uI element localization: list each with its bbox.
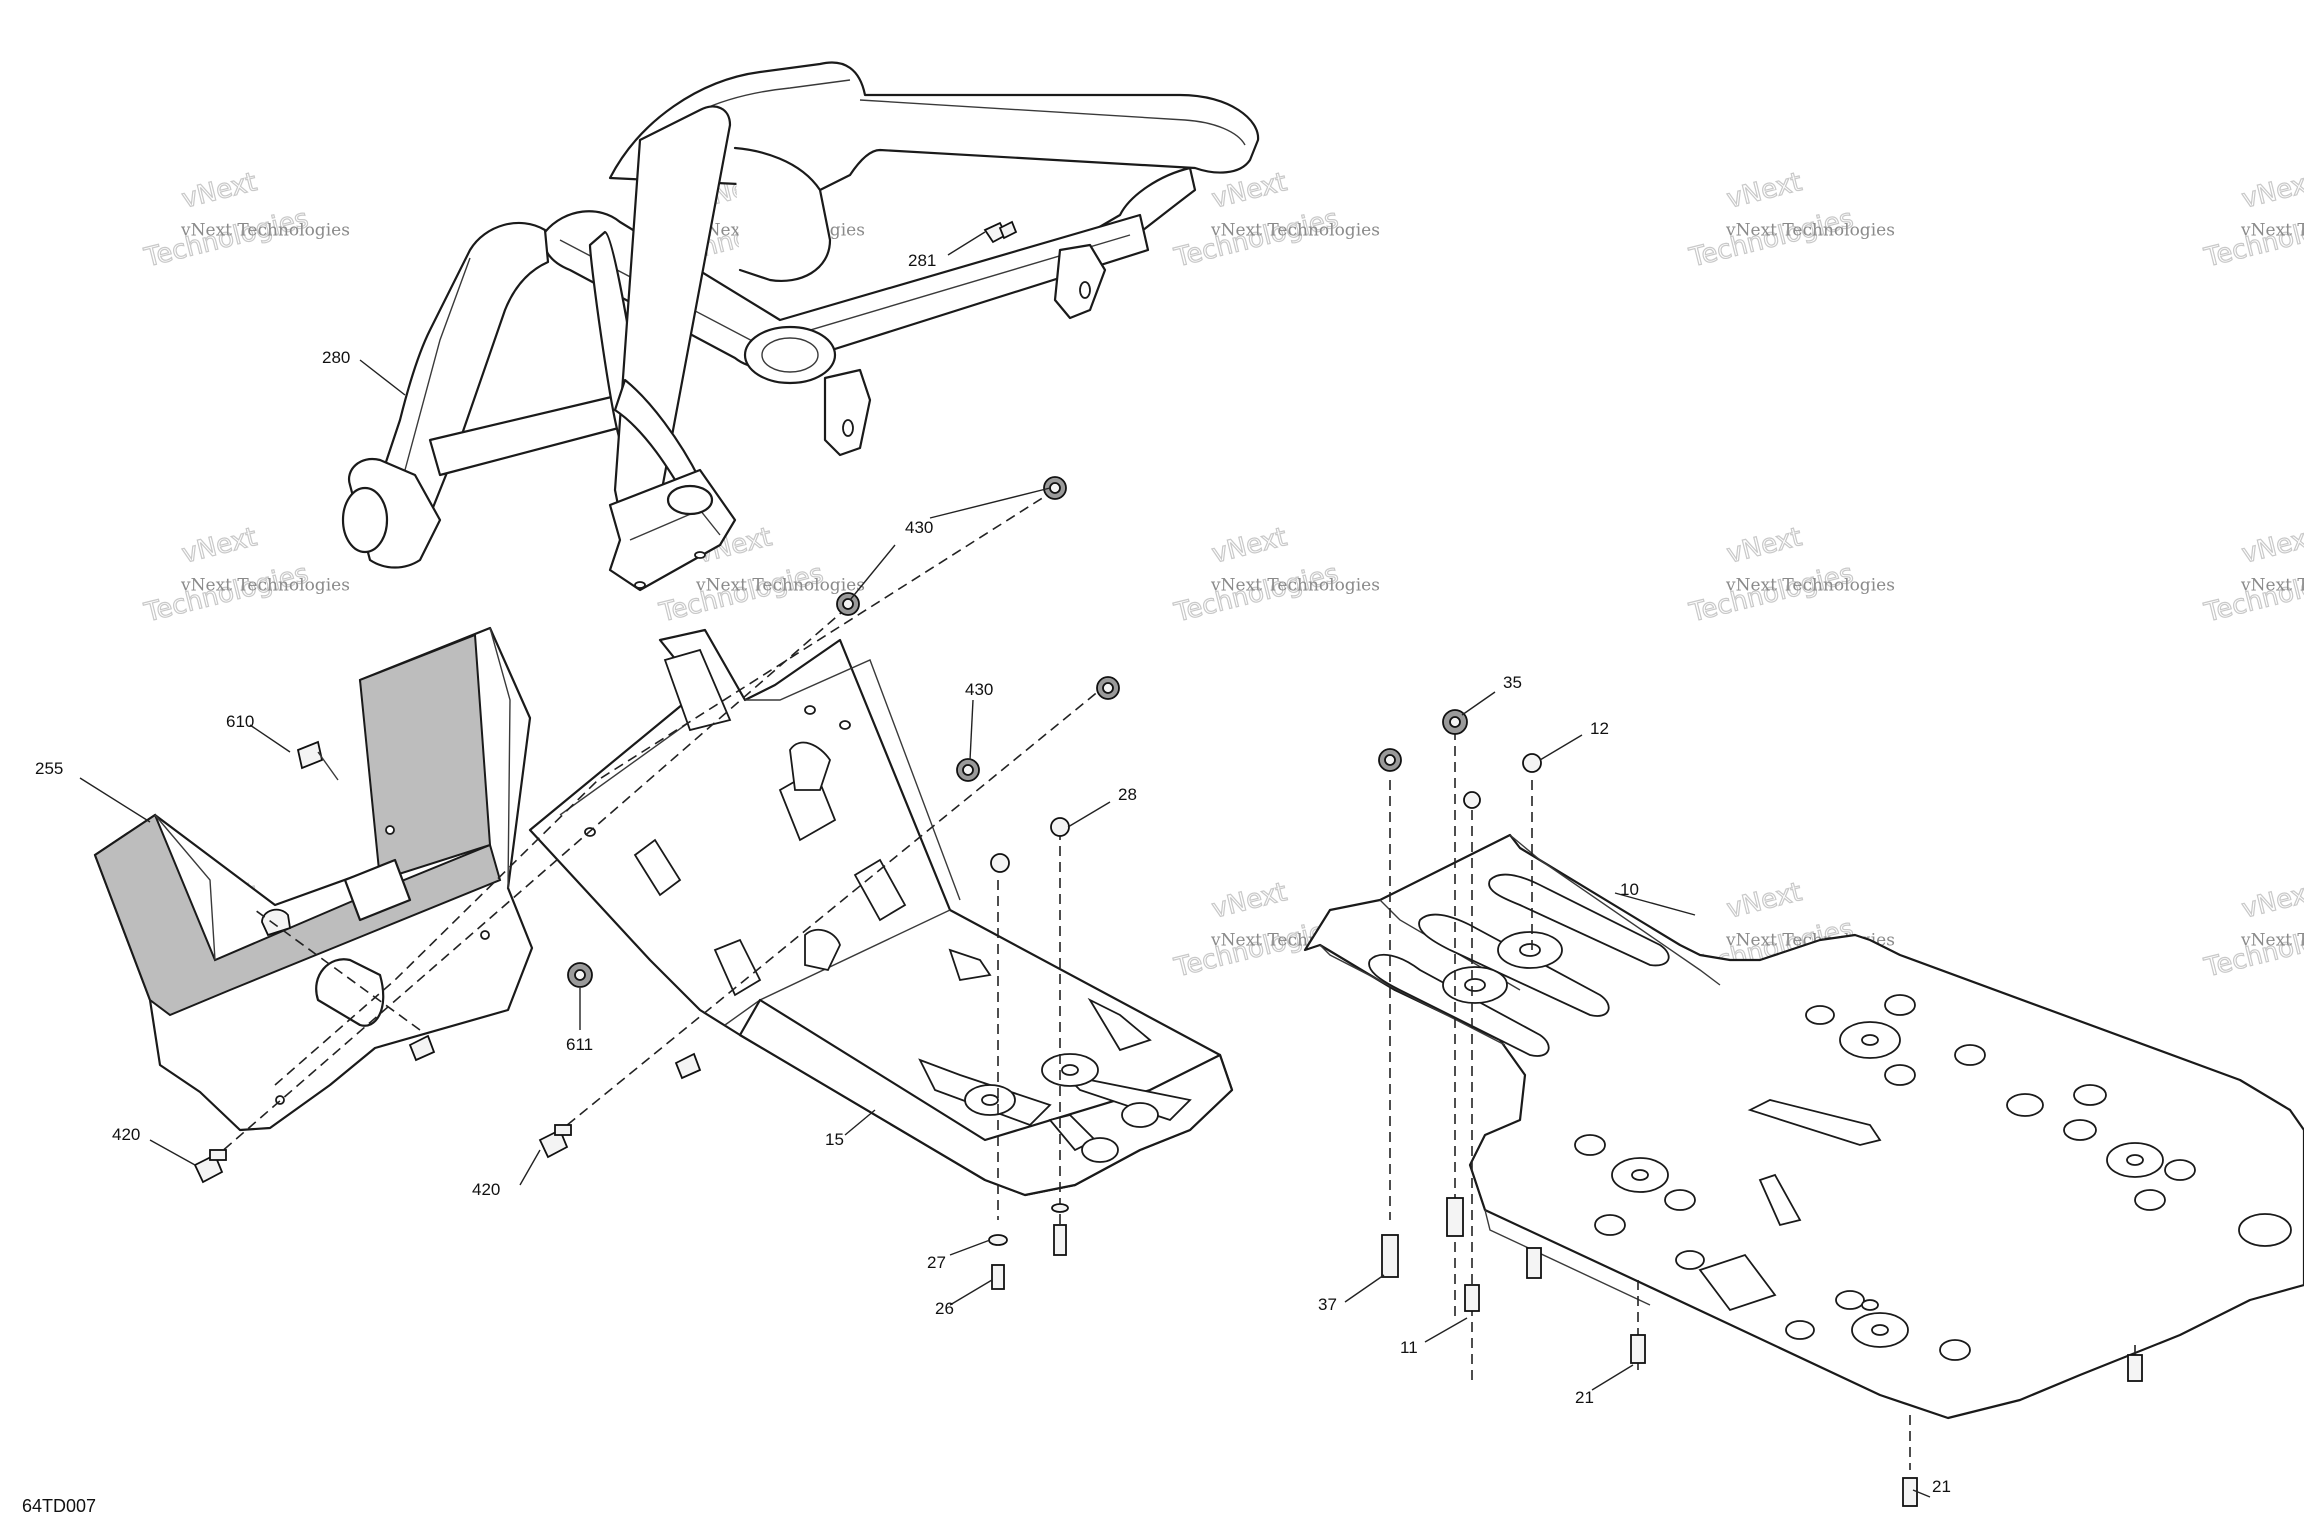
hardware — [193, 476, 2143, 1507]
watermark-vnext: vNext — [2239, 877, 2304, 924]
deflector-panel-255 — [93, 626, 534, 1132]
watermark-text: vNext Technologies — [1725, 221, 1895, 241]
nut-28-b — [1050, 817, 1070, 837]
watermark-vnext: vNext — [2239, 167, 2304, 214]
callout-255: 255 — [35, 759, 63, 778]
watermark-text: vNext Technologies — [2240, 221, 2304, 241]
bolt-26 — [991, 1264, 1005, 1290]
nut-611 — [567, 962, 593, 988]
watermark-vnext: vNext — [1209, 877, 1290, 924]
callout-281: 281 — [908, 251, 936, 270]
callout-21-a: 21 — [1575, 1388, 1594, 1407]
watermark-vnext: vNext — [1724, 522, 1805, 569]
watermark-vnext: vNext — [1724, 877, 1805, 924]
skid-plate-15 — [528, 628, 1234, 1197]
callout-420-b: 420 — [472, 1180, 500, 1199]
washer-27 — [988, 1234, 1008, 1246]
callout-labels: 280 281 430 430 610 255 611 420 420 15 2… — [35, 251, 1951, 1496]
watermark-text: vNext Technologies — [180, 576, 350, 596]
front-bumper-280 — [341, 61, 1260, 592]
callout-21-b: 21 — [1932, 1477, 1951, 1496]
watermark-text: vNext Technologies — [695, 576, 865, 596]
callout-12: 12 — [1590, 719, 1609, 738]
nut-28-a — [990, 853, 1010, 873]
nut-left — [1378, 748, 1402, 772]
bolt-21-a — [1630, 1334, 1646, 1364]
callout-280: 280 — [322, 348, 350, 367]
callout-11: 11 — [1400, 1338, 1418, 1357]
callout-37: 37 — [1318, 1295, 1337, 1314]
bolt-37-b — [1446, 1197, 1464, 1237]
bolt-c — [1053, 1224, 1067, 1256]
watermark-vnext: vNext — [1209, 167, 1290, 214]
diagram-reference: 64TD007 — [22, 1496, 96, 1516]
callout-430-b: 430 — [965, 680, 993, 699]
watermark-text: vNext Technologies — [2240, 931, 2304, 951]
callout-420-a: 420 — [112, 1125, 140, 1144]
watermark-vnext: vNext — [1724, 167, 1805, 214]
bolt-420-b — [538, 1124, 572, 1159]
nut-12 — [1522, 753, 1542, 773]
callout-27: 27 — [927, 1253, 946, 1272]
nut-430-b — [836, 592, 860, 616]
bolt-a — [408, 1034, 436, 1062]
callout-10: 10 — [1620, 880, 1639, 899]
assembly-lines — [211, 489, 2136, 1470]
nut-mid — [1463, 791, 1481, 809]
watermark-text: vNext Technologies — [2240, 576, 2304, 596]
bolt-e — [2127, 1354, 2143, 1382]
callout-26: 26 — [935, 1299, 954, 1318]
belly-plate-10 — [1303, 833, 2304, 1420]
callout-15: 15 — [825, 1130, 844, 1149]
callout-610: 610 — [226, 712, 254, 731]
nut-430-a — [1043, 476, 1067, 500]
bolt-37 — [1381, 1234, 1399, 1278]
bolt-21-b — [1902, 1477, 1918, 1507]
watermark-vnext: vNext — [2239, 522, 2304, 569]
bolt-d — [1526, 1247, 1542, 1279]
watermark-text: vNext Technologies — [180, 221, 350, 241]
nut-430-c — [956, 758, 980, 782]
watermark-text: vNext Technologies — [1210, 221, 1380, 241]
callout-28: 28 — [1118, 785, 1137, 804]
watermark-text: vNext Technologies — [1725, 576, 1895, 596]
nut-35 — [1442, 709, 1468, 735]
watermark-vnext: vNext — [179, 522, 260, 569]
leaders — [79, 231, 1931, 1498]
nut-430-d — [1096, 676, 1120, 700]
callout-35: 35 — [1503, 673, 1522, 692]
callout-611: 611 — [566, 1035, 593, 1054]
callout-430-a: 430 — [905, 518, 933, 537]
bolt-11 — [1464, 1284, 1480, 1312]
watermark-vnext: vNext — [1209, 522, 1290, 569]
watermark-vnext: vNext — [179, 167, 260, 214]
watermark-text: vNext Technologies — [1210, 576, 1380, 596]
bolt-b — [674, 1052, 702, 1080]
bolt-420-a — [193, 1149, 227, 1184]
washer-b — [1051, 1203, 1069, 1213]
